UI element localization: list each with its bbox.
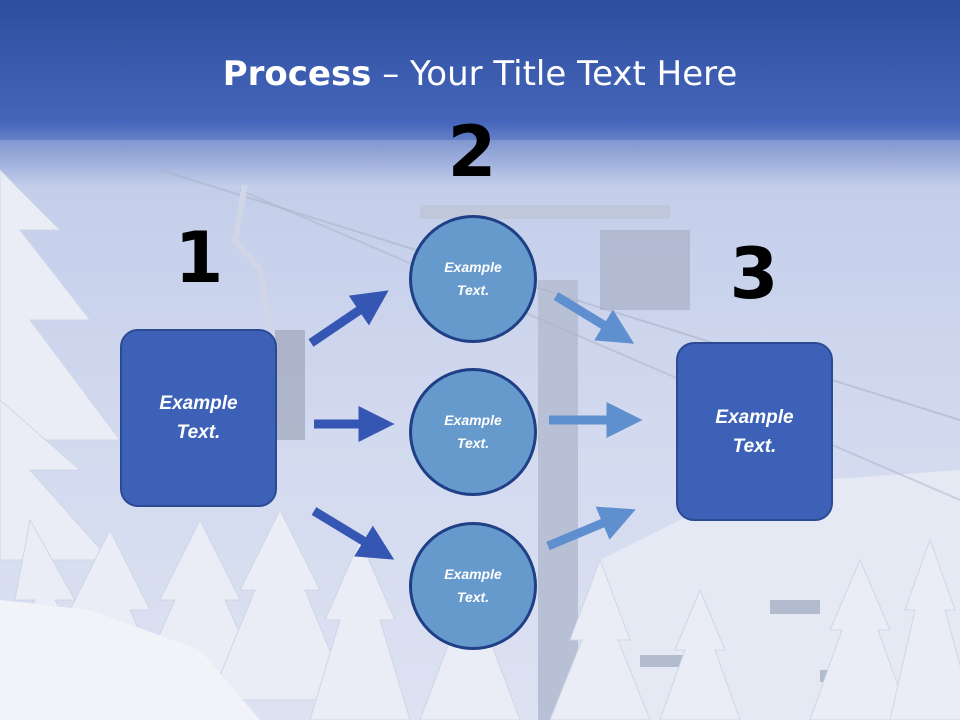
step-2-circle-bottom-text: Example Text. [444, 566, 502, 605]
step-number-1: 1 [174, 217, 224, 299]
step-1-box: Example Text. [120, 329, 277, 507]
step-number-3: 3 [729, 233, 779, 315]
title-bold-part: Process [222, 54, 372, 94]
arrow-1-to-top [308, 290, 389, 347]
step-2-circle-middle: Example Text. [409, 368, 537, 496]
step-1-text: Example Text. [159, 393, 238, 443]
step-3-box: Example Text. [676, 342, 833, 521]
arrow-1-to-bottom [311, 507, 395, 560]
title-rest-part: – Your Title Text Here [371, 54, 738, 94]
arrow-bottom-to-3 [546, 506, 636, 551]
step-number-2: 2 [447, 111, 497, 193]
slide-title: Process – Your Title Text Here [0, 52, 960, 96]
arrow-top-to-3 [553, 292, 635, 344]
step-3-text: Example Text. [715, 406, 794, 457]
step-2-circle-top-text: Example Text. [444, 259, 502, 298]
step-2-circle-bottom: Example Text. [409, 522, 537, 650]
step-2-circle-top: Example Text. [409, 215, 537, 343]
step-2-circle-middle-text: Example Text. [444, 412, 502, 451]
